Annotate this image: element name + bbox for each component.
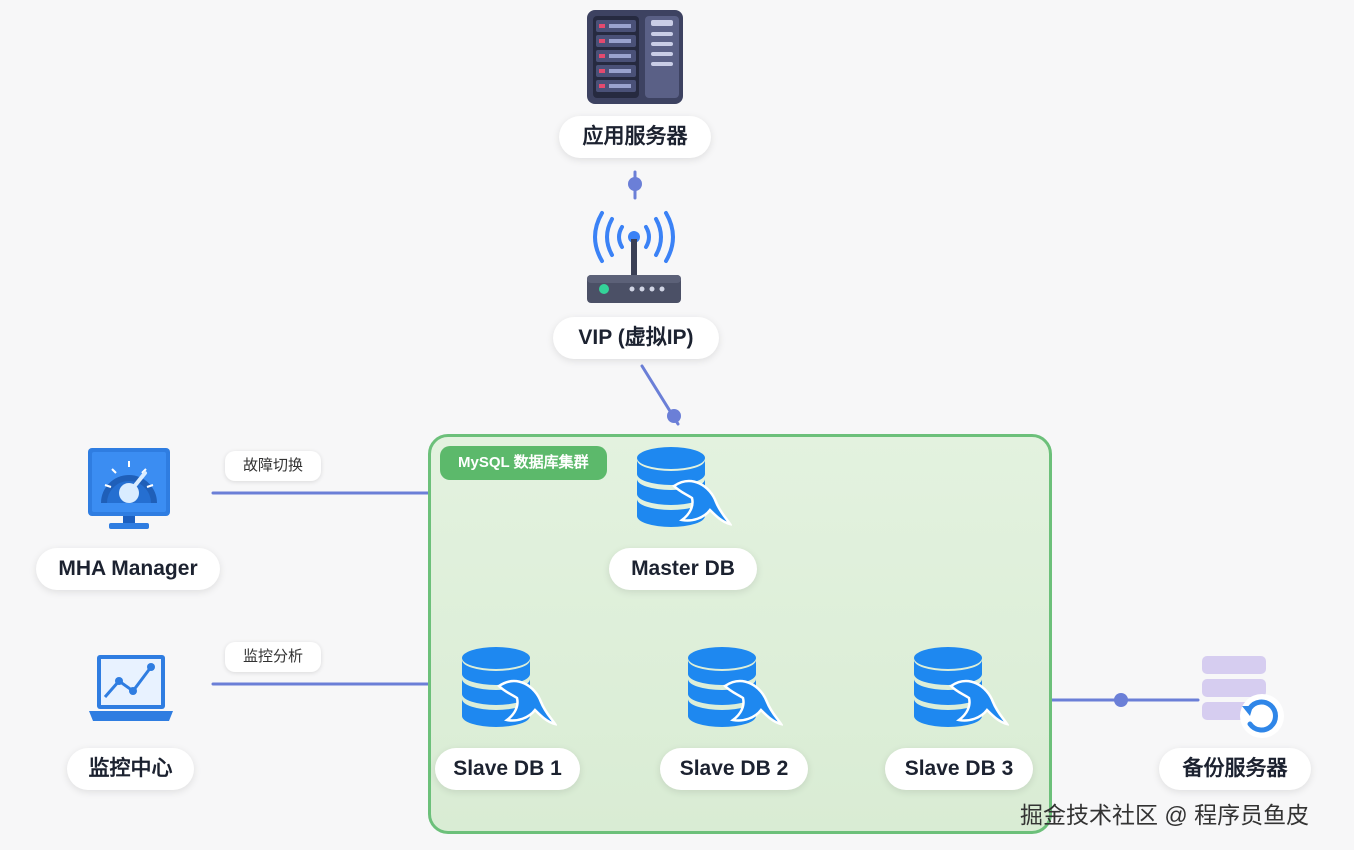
slave-db-2-mysql-icon xyxy=(688,647,783,727)
edge-dot xyxy=(1114,693,1128,707)
edge-dot xyxy=(628,177,642,191)
master-db-mysql-icon xyxy=(637,447,732,527)
server-rack-icon xyxy=(587,10,683,104)
mha-manager-label: MHA Manager xyxy=(36,548,220,590)
backup-server-label: 备份服务器 xyxy=(1159,748,1311,790)
slave-db-3-label: Slave DB 3 xyxy=(885,748,1033,790)
cluster-label: MySQL 数据库集群 xyxy=(440,446,607,480)
failover-edge-label: 故障切换 xyxy=(225,451,321,481)
edge-vip-cluster xyxy=(640,364,680,426)
database-restore-icon xyxy=(1202,656,1284,738)
monitor-center-label: 监控中心 xyxy=(67,748,194,790)
watermark-text: 掘金技术社区 @ 程序员鱼皮 xyxy=(1020,802,1310,828)
slave-db-1-mysql-icon xyxy=(462,647,557,727)
master-db-label: Master DB xyxy=(609,548,757,590)
slave-db-2-label: Slave DB 2 xyxy=(660,748,808,790)
wifi-router-icon xyxy=(587,211,681,303)
app-server-label: 应用服务器 xyxy=(559,116,711,158)
edge-dot xyxy=(667,409,681,423)
monitoring-edge-label: 监控分析 xyxy=(225,642,321,672)
slave-db-3-mysql-icon xyxy=(914,647,1009,727)
vip-label: VIP (虚拟IP) xyxy=(553,317,719,359)
slave-db-1-label: Slave DB 1 xyxy=(435,748,580,790)
dashboard-monitor-icon xyxy=(88,448,170,529)
laptop-chart-icon xyxy=(89,655,173,721)
